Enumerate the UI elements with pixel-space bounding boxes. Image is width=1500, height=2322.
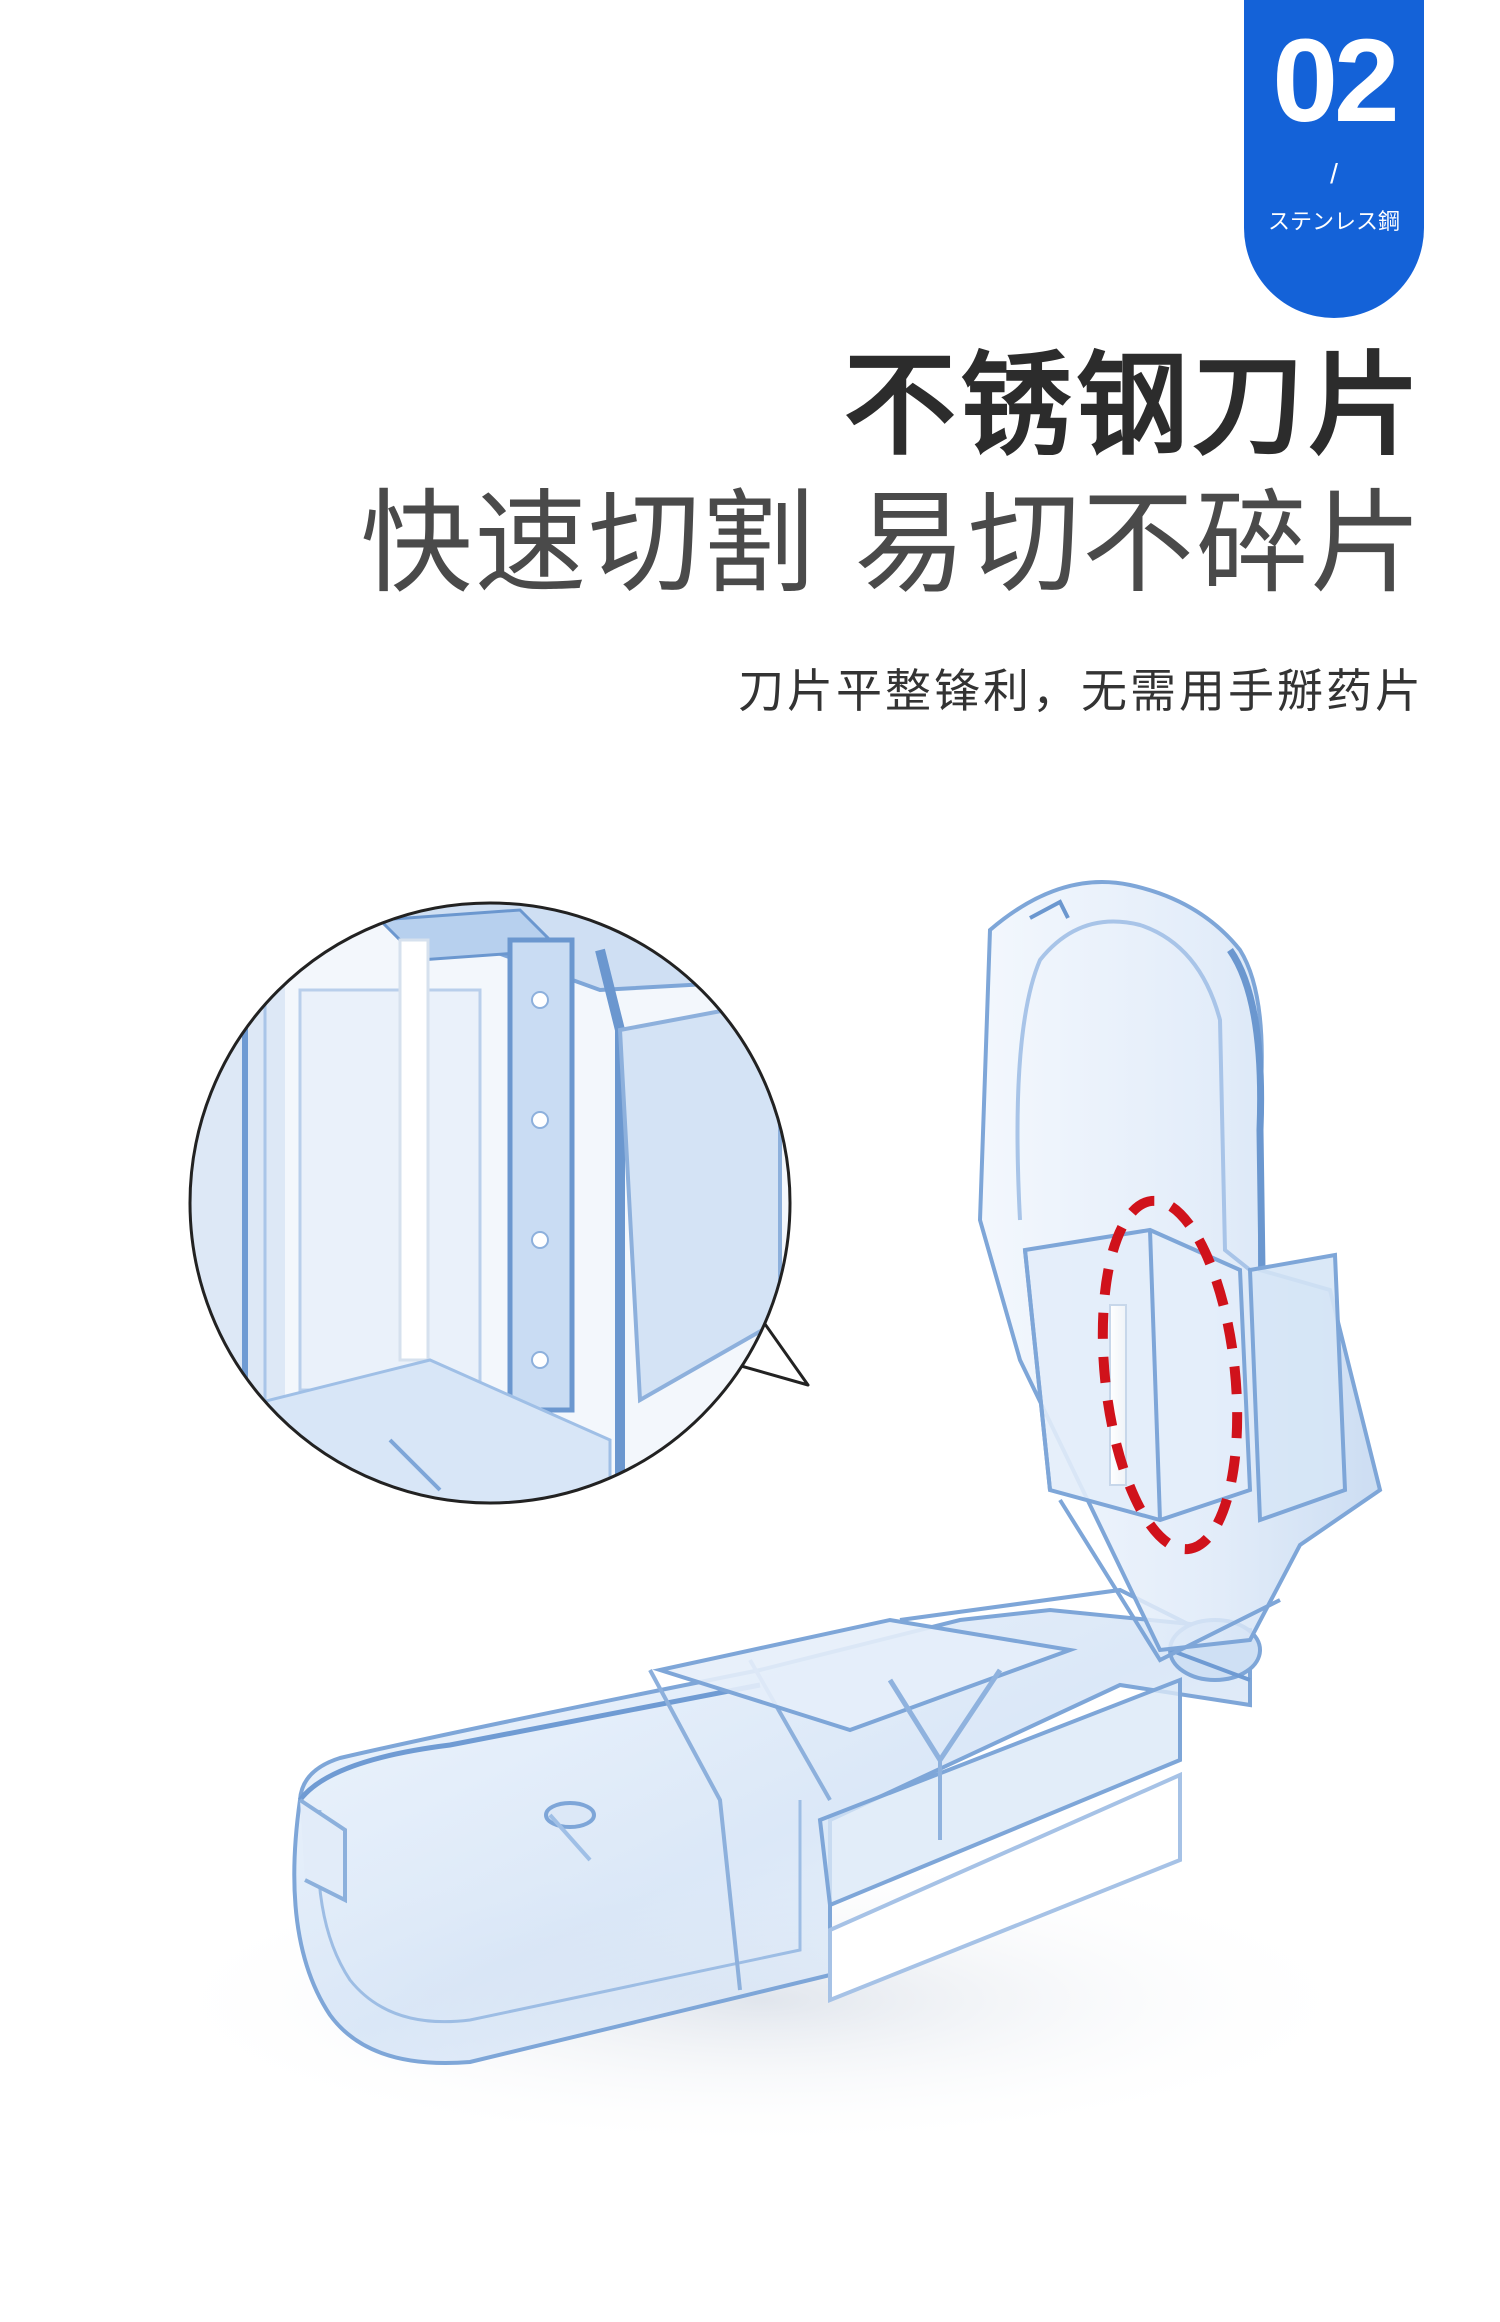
badge-number: 02	[1272, 15, 1399, 147]
headline-title: 不锈钢刀片	[844, 341, 1424, 471]
zoom-callout	[188, 901, 810, 1505]
blade-highlight-ring	[1097, 1195, 1243, 1555]
blade	[1109, 1304, 1127, 1486]
cutter-lid	[977, 880, 1383, 1663]
headline-subtitle: 快速切割 易切不碎片	[360, 479, 1424, 609]
section-number-badge: 02 / ステンレス鋼	[1244, 0, 1424, 318]
badge-subtitle: ステンレス鋼	[1267, 210, 1400, 235]
badge-slash: /	[1330, 158, 1338, 189]
headline-tagline: 刀片平整锋利，无需用手掰药片	[738, 664, 1424, 718]
pill-cutter-photo	[140, 880, 1383, 2150]
